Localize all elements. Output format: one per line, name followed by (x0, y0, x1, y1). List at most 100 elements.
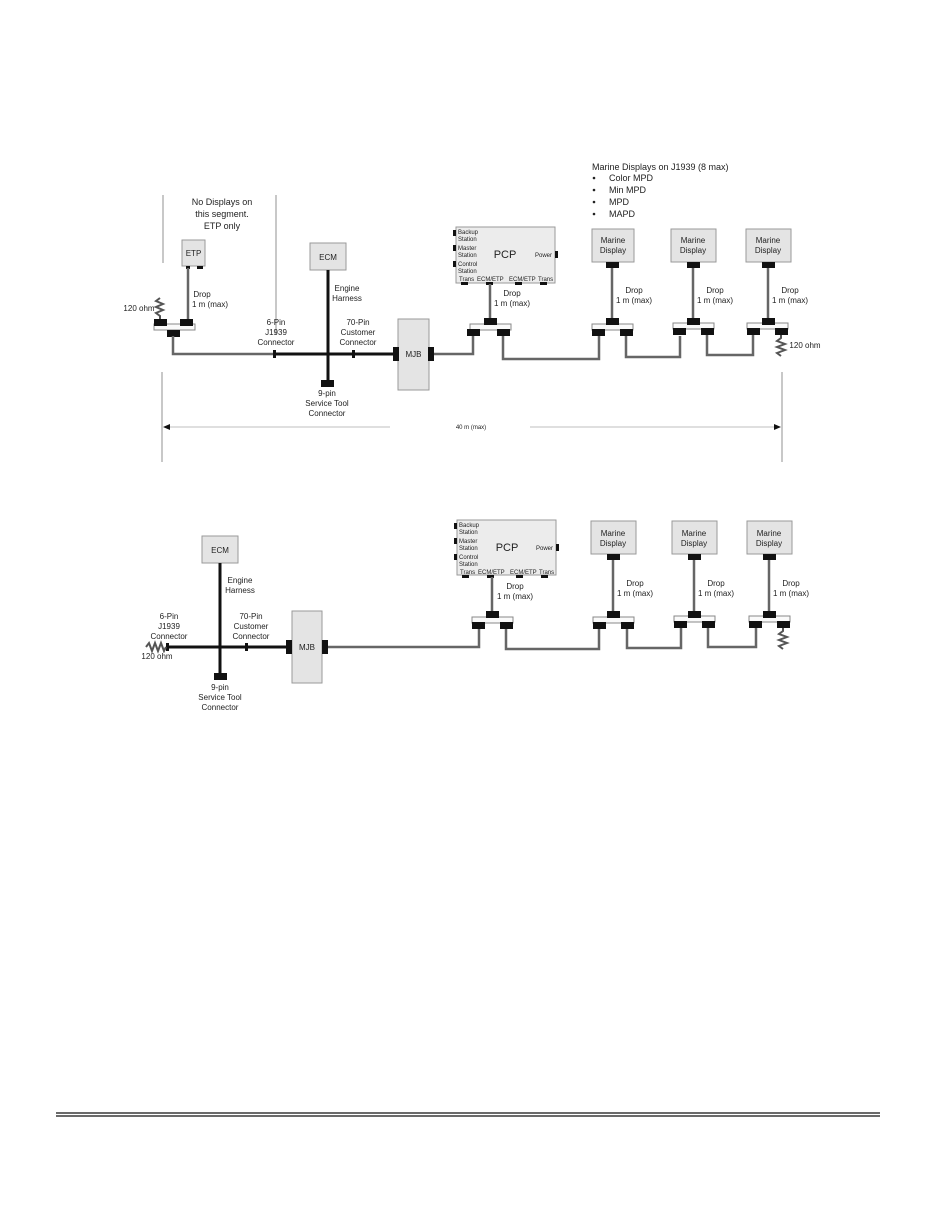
svg-text:1 m (max): 1 m (max) (497, 592, 533, 601)
bus-cable (434, 336, 475, 356)
footer-rule (56, 1112, 880, 1117)
ecm-module[interactable]: ECM (201, 535, 239, 564)
svg-text:Connector: Connector (202, 703, 239, 712)
svg-text:Station: Station (458, 269, 477, 275)
svg-text:Station: Station (459, 546, 478, 552)
nine-pin-service-connector[interactable] (321, 380, 334, 387)
tee-connector-pcp (467, 318, 512, 336)
svg-text:1 m (max): 1 m (max) (192, 300, 228, 309)
nine-pin-service-connector[interactable] (214, 673, 227, 680)
svg-text:No Displays on: No Displays on (192, 197, 253, 207)
length-dimension: 40 m (max) (161, 372, 783, 462)
svg-text:120 ohm: 120 ohm (123, 304, 154, 313)
svg-text:Drop: Drop (625, 286, 643, 295)
bus-cable (625, 628, 683, 650)
svg-text:Display: Display (756, 539, 782, 548)
diagram-with-etp: No Displays on this segment. ETP only ET… (123, 162, 821, 462)
marine-display-3[interactable]: Marine Display (745, 228, 792, 268)
svg-text:Drop: Drop (782, 579, 800, 588)
marine-display-1[interactable]: Marine Display (591, 228, 635, 268)
svg-text:Marine: Marine (682, 529, 707, 538)
svg-text:this segment.: this segment. (195, 209, 249, 219)
svg-text:120 ohm: 120 ohm (141, 652, 172, 661)
bus-cable (706, 628, 758, 649)
svg-text:Trans: Trans (460, 570, 475, 576)
pcp-panel[interactable]: Backup Station Master Station Control St… (453, 226, 558, 285)
svg-text:Power: Power (536, 546, 553, 552)
svg-text:Display: Display (680, 246, 706, 255)
marine-display-legend: Marine Displays on J1939 (8 max) Color M… (592, 162, 729, 219)
bus-cable (328, 629, 481, 649)
svg-text:Station: Station (458, 237, 477, 243)
svg-text:Control: Control (458, 262, 477, 268)
bus-cable (171, 336, 274, 356)
svg-text:Drop: Drop (707, 579, 725, 588)
resistor-icon (776, 628, 790, 650)
svg-text:MJB: MJB (299, 643, 315, 652)
svg-text:Marine: Marine (601, 529, 626, 538)
tee-connector-pcp (471, 611, 514, 629)
svg-text:120 ohm: 120 ohm (789, 341, 820, 350)
ecm-module[interactable]: ECM (309, 242, 347, 271)
etp-module[interactable]: ETP (181, 239, 206, 269)
svg-text:Trans: Trans (539, 570, 554, 576)
resistor-icon (145, 640, 167, 654)
svg-text:Service Tool: Service Tool (198, 693, 242, 702)
svg-text:Display: Display (681, 539, 707, 548)
marine-display-1[interactable]: Marine Display (590, 520, 637, 560)
svg-text:70-Pin: 70-Pin (346, 318, 369, 327)
svg-text:Drop: Drop (706, 286, 724, 295)
svg-text:1 m (max): 1 m (max) (494, 299, 530, 308)
svg-text:Display: Display (755, 246, 781, 255)
svg-text:ECM/ETP: ECM/ETP (509, 277, 536, 283)
svg-text:J1939: J1939 (265, 328, 287, 337)
marine-display-2[interactable]: Marine Display (671, 520, 718, 560)
svg-text:Harness: Harness (332, 294, 362, 303)
svg-text:Station: Station (458, 253, 477, 259)
marine-display-3[interactable]: Marine Display (746, 520, 793, 560)
svg-text:MPD: MPD (609, 197, 630, 207)
svg-text:Customer: Customer (341, 328, 376, 337)
seventy-pin-connector[interactable] (352, 350, 355, 358)
svg-text:1 m (max): 1 m (max) (616, 296, 652, 305)
svg-text:PCP: PCP (494, 249, 517, 261)
svg-text:1 m (max): 1 m (max) (772, 296, 808, 305)
svg-text:Marine: Marine (681, 236, 706, 245)
bus-cable (705, 335, 755, 357)
svg-text:Connector: Connector (309, 409, 346, 418)
svg-text:Trans: Trans (459, 277, 474, 283)
svg-text:ECM/ETP: ECM/ETP (478, 570, 505, 576)
svg-text:Drop: Drop (506, 582, 524, 591)
svg-text:ETP only: ETP only (204, 221, 241, 231)
svg-text:6-Pin: 6-Pin (267, 318, 286, 327)
svg-text:9-pin: 9-pin (211, 683, 229, 692)
svg-text:9-pin: 9-pin (318, 389, 336, 398)
svg-text:Display: Display (600, 539, 626, 548)
pcp-panel[interactable]: Backup Station Master Station Control St… (454, 519, 559, 578)
svg-text:ECM: ECM (211, 546, 229, 555)
segment-note: No Displays on this segment. ETP only (192, 197, 253, 231)
resistor-icon (153, 297, 166, 319)
svg-text:Marine Displays on J1939 (8 ma: Marine Displays on J1939 (8 max) (592, 162, 729, 172)
resistor-icon (774, 335, 788, 357)
tee-connector-display-2 (672, 318, 715, 335)
svg-text:PCP: PCP (496, 542, 519, 554)
svg-text:Drop: Drop (781, 286, 799, 295)
svg-text:Control: Control (459, 555, 478, 561)
marine-display-2[interactable]: Marine Display (670, 228, 717, 268)
mjb-box[interactable]: MJB (286, 610, 328, 684)
svg-text:ECM/ETP: ECM/ETP (477, 277, 504, 283)
svg-text:Drop: Drop (626, 579, 644, 588)
seventy-pin-connector[interactable] (245, 643, 248, 651)
svg-text:40 m (max): 40 m (max) (456, 425, 486, 431)
six-pin-connector[interactable] (273, 350, 276, 358)
svg-text:70-Pin: 70-Pin (239, 612, 262, 621)
tee-connector-etp (153, 319, 196, 337)
svg-text:Drop: Drop (193, 290, 211, 299)
tee-connector-display-1 (591, 318, 634, 336)
six-pin-connector[interactable] (166, 643, 169, 651)
svg-text:ECM: ECM (319, 253, 337, 262)
mjb-box[interactable]: MJB (393, 318, 434, 391)
svg-text:Backup: Backup (459, 523, 480, 529)
svg-text:6-Pin: 6-Pin (160, 612, 179, 621)
